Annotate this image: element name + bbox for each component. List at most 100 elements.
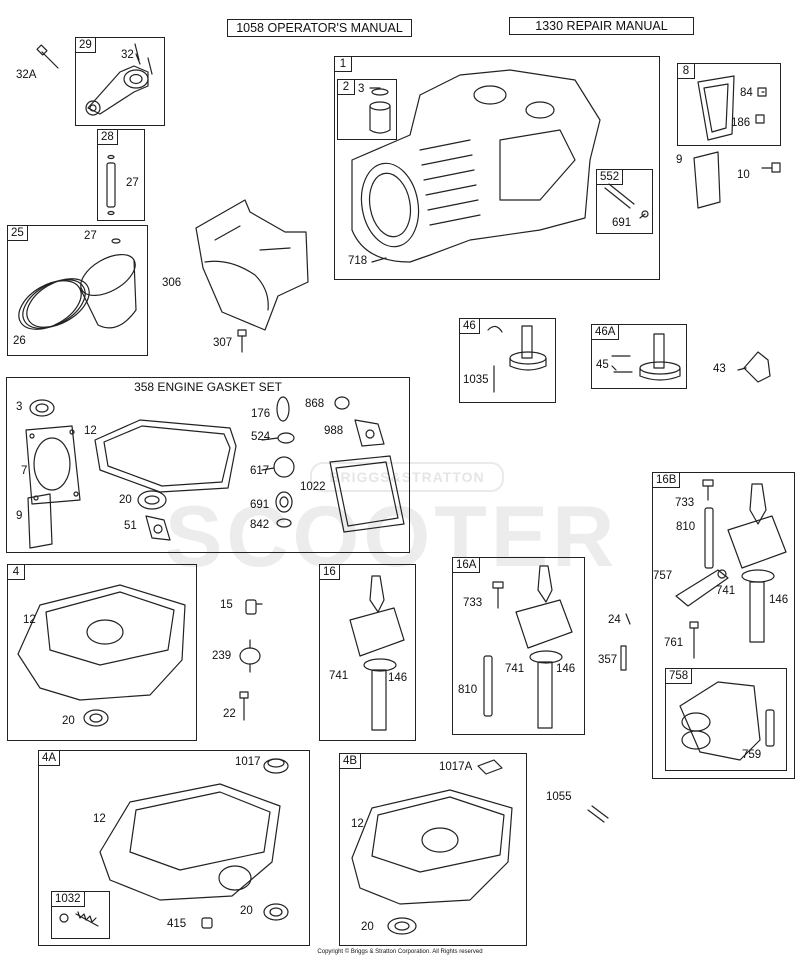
- part-label-1055[interactable]: 1055: [546, 791, 572, 803]
- operators-manual-link[interactable]: 1058 OPERATOR'S MANUAL: [227, 19, 412, 37]
- part-label-22[interactable]: 22: [223, 708, 236, 720]
- camshaft-46a-icon: [611, 333, 681, 381]
- part-label-239[interactable]: 239: [212, 650, 232, 662]
- screw-10-icon: [761, 162, 781, 173]
- oring-617-icon: [273, 456, 295, 478]
- group-552-box[interactable]: 552: [596, 169, 653, 234]
- group-46a-box[interactable]: 46A: [591, 324, 687, 389]
- part-label-691a[interactable]: 691: [612, 217, 632, 229]
- group-25-box[interactable]: 25: [7, 225, 148, 356]
- group-2-box[interactable]: 2: [337, 79, 397, 140]
- part-label-26[interactable]: 26: [13, 335, 26, 347]
- group-46-box[interactable]: 46: [459, 318, 556, 403]
- group-4-box[interactable]: 4: [7, 564, 197, 741]
- part-label-757[interactable]: 757: [653, 570, 673, 582]
- part-label-9b[interactable]: 9: [16, 510, 23, 522]
- part-label-27b[interactable]: 27: [84, 230, 97, 242]
- part-label-10[interactable]: 10: [737, 169, 750, 181]
- part-label-12d[interactable]: 12: [351, 818, 364, 830]
- seal-691-icon: [275, 491, 293, 513]
- group-46a-tag: 46A: [591, 324, 620, 340]
- part-label-146a[interactable]: 146: [388, 672, 408, 684]
- part-label-20b[interactable]: 20: [62, 715, 75, 727]
- part-label-1017[interactable]: 1017: [235, 756, 261, 768]
- bolt-761-icon: [689, 621, 699, 659]
- washer-524-icon: [277, 432, 295, 444]
- group-28-box[interactable]: 28: [97, 129, 145, 221]
- part-label-741c[interactable]: 741: [716, 585, 736, 597]
- part-label-810a[interactable]: 810: [458, 684, 478, 696]
- rod-810b-icon: [704, 507, 714, 569]
- part-label-733b[interactable]: 733: [675, 497, 695, 509]
- part-label-733a[interactable]: 733: [463, 597, 483, 609]
- part-label-761[interactable]: 761: [664, 637, 684, 649]
- part-label-20d[interactable]: 20: [361, 921, 374, 933]
- connecting-rod-icon: [85, 43, 153, 116]
- part-label-759[interactable]: 759: [742, 749, 762, 761]
- part-label-9a[interactable]: 9: [676, 154, 683, 166]
- group-4a-box[interactable]: 4A: [38, 750, 310, 946]
- part-label-357[interactable]: 357: [598, 654, 618, 666]
- part-label-186[interactable]: 186: [731, 117, 751, 129]
- part-label-20c[interactable]: 20: [240, 905, 253, 917]
- engine-block-icon: [351, 69, 601, 263]
- group-8-tag: 8: [677, 63, 695, 79]
- part-label-12a[interactable]: 12: [84, 425, 97, 437]
- part-label-45[interactable]: 45: [596, 359, 609, 371]
- group-16a-box[interactable]: 16A: [452, 557, 585, 735]
- part-label-741b[interactable]: 741: [505, 663, 525, 675]
- group-8-box[interactable]: 8: [677, 63, 781, 146]
- part-label-12b[interactable]: 12: [23, 614, 36, 626]
- part-label-51[interactable]: 51: [124, 520, 137, 532]
- group-1-box[interactable]: 1: [334, 56, 660, 280]
- group-29-tag: 29: [75, 37, 96, 53]
- part-label-12c[interactable]: 12: [93, 813, 106, 825]
- group-16b-box[interactable]: 16B: [652, 472, 795, 779]
- part-label-306[interactable]: 306: [162, 277, 182, 289]
- repair-manual-link[interactable]: 1330 REPAIR MANUAL: [509, 17, 694, 35]
- group-16-box[interactable]: 16: [319, 564, 416, 741]
- part-label-1035[interactable]: 1035: [463, 374, 489, 386]
- part-label-617[interactable]: 617: [250, 465, 270, 477]
- screw-307-icon: [237, 329, 247, 353]
- gasket-set-box[interactable]: 358 ENGINE GASKET SET: [6, 377, 410, 553]
- part-label-842[interactable]: 842: [250, 519, 270, 531]
- part-label-3b[interactable]: 3: [16, 401, 23, 413]
- ring-176-icon: [276, 396, 290, 422]
- part-label-868[interactable]: 868: [305, 398, 325, 410]
- part-label-1022[interactable]: 1022: [300, 481, 326, 493]
- part-label-146c[interactable]: 146: [769, 594, 789, 606]
- part-label-15[interactable]: 15: [220, 599, 233, 611]
- group-758-box[interactable]: 758: [665, 668, 787, 771]
- part-label-988[interactable]: 988: [324, 425, 344, 437]
- part-label-524[interactable]: 524: [251, 431, 271, 443]
- part-label-32a[interactable]: 32A: [16, 69, 37, 81]
- sump-4b-icon: [351, 789, 513, 905]
- part-label-3a[interactable]: 3: [358, 83, 365, 95]
- part-label-32[interactable]: 32: [121, 49, 134, 61]
- part-label-176[interactable]: 176: [251, 408, 271, 420]
- crankshaft-16-icon: [349, 575, 405, 731]
- part-label-43[interactable]: 43: [713, 363, 726, 375]
- part-label-307[interactable]: 307: [213, 337, 233, 349]
- part-label-718[interactable]: 718: [348, 255, 368, 267]
- part-label-741a[interactable]: 741: [329, 670, 349, 682]
- group-29-box[interactable]: 29: [75, 37, 165, 126]
- bolt-32a-icon: [36, 44, 59, 69]
- bolt-733a-icon: [492, 581, 504, 609]
- group-1032-box[interactable]: 1032: [51, 891, 110, 939]
- group-4b-box[interactable]: 4B: [339, 753, 527, 946]
- part-label-27[interactable]: 27: [126, 177, 139, 189]
- part-label-84[interactable]: 84: [740, 87, 753, 99]
- part-label-7[interactable]: 7: [21, 465, 28, 477]
- group-16-tag: 16: [319, 564, 340, 580]
- part-label-20a[interactable]: 20: [119, 494, 132, 506]
- group-758-tag: 758: [665, 668, 693, 684]
- part-label-810b[interactable]: 810: [676, 521, 696, 533]
- part-label-24[interactable]: 24: [608, 614, 621, 626]
- part-label-691b[interactable]: 691: [250, 499, 270, 511]
- part-label-146b[interactable]: 146: [556, 663, 576, 675]
- group-4a-tag: 4A: [38, 750, 61, 766]
- part-label-1017a[interactable]: 1017A: [439, 761, 473, 773]
- part-label-415[interactable]: 415: [167, 918, 187, 930]
